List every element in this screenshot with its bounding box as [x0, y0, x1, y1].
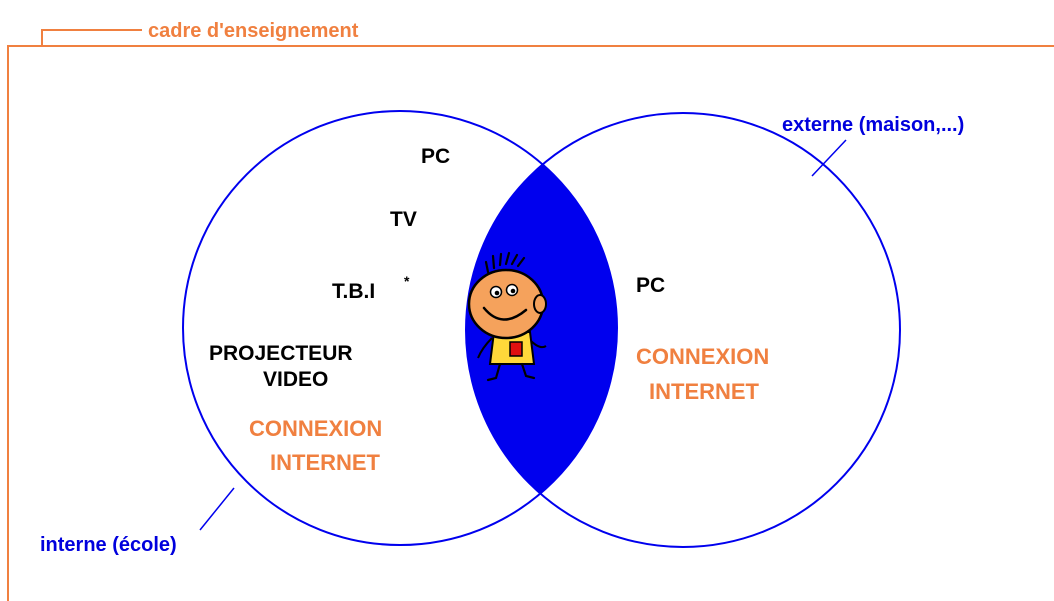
mascot-pupil-left: [494, 290, 500, 296]
intersection-area: [466, 113, 617, 545]
left-connexion-line2: INTERNET: [270, 450, 381, 475]
right-connexion-line2: INTERNET: [649, 379, 760, 404]
left-pc-label: PC: [421, 145, 450, 168]
tbi-footnote-mark: *: [404, 273, 410, 289]
mascot-ear: [533, 294, 547, 314]
cartoon-child-icon: [467, 251, 547, 382]
tbi-label: T.B.I: [332, 280, 375, 303]
frame-border: [7, 45, 1054, 601]
mascot-hair: [484, 251, 526, 274]
mascot-head: [467, 268, 545, 340]
external-circle: [465, 112, 901, 548]
teaching-frame: cadre d'enseignement: [7, 20, 1054, 601]
right-connexion-line1: CONNEXION: [636, 344, 769, 369]
projector-label-line1: PROJECTEUR: [209, 342, 353, 365]
internal-circle: [182, 110, 618, 546]
frame-title: cadre d'enseignement: [148, 20, 359, 42]
mascot-pupil-right: [510, 288, 516, 294]
internal-label: interne (école): [40, 534, 177, 556]
left-connexion-line1: CONNEXION: [249, 416, 382, 441]
frame-tab-line: [41, 29, 142, 46]
tv-label: TV: [390, 208, 417, 231]
mascot-smile: [482, 306, 528, 321]
internal-label-leader: [199, 487, 235, 531]
external-label: externe (maison,...): [782, 114, 964, 136]
mascot-tie: [509, 341, 523, 357]
projector-label-line2: VIDEO: [263, 368, 328, 391]
mascot-legs: [486, 362, 536, 382]
external-label-leader: [811, 139, 847, 177]
right-pc-label: PC: [636, 274, 665, 297]
